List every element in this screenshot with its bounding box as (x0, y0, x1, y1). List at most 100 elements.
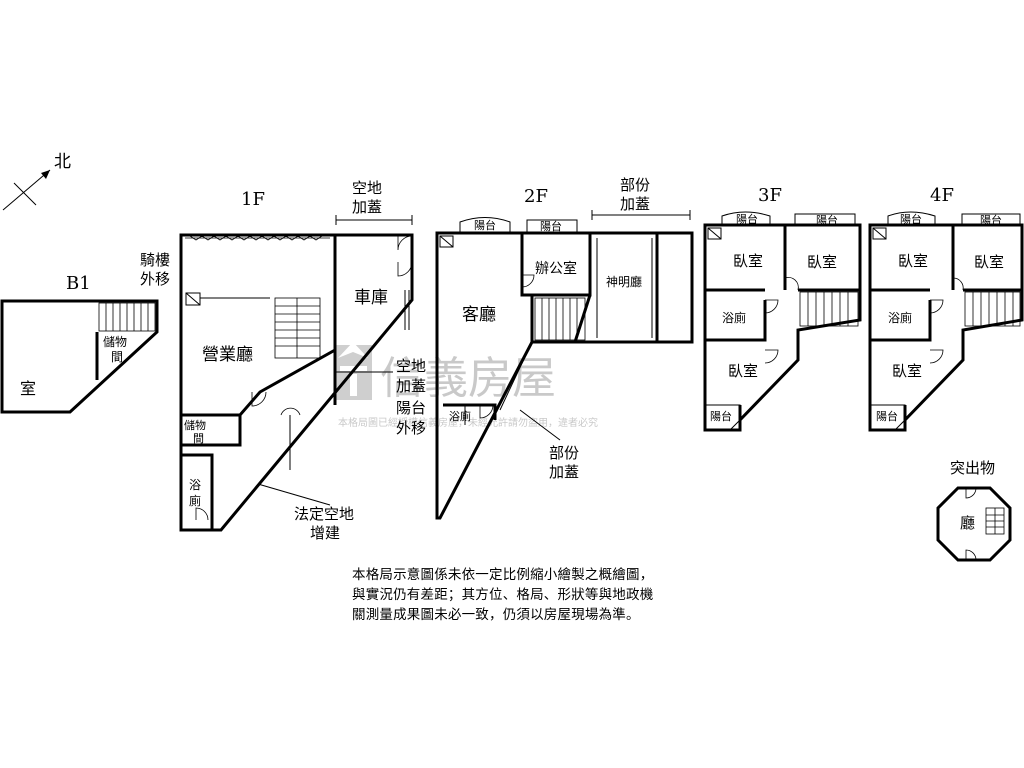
f4-bed2-label: 臥室 (974, 253, 1004, 271)
b1-title: B1 (66, 273, 91, 294)
f1-title: 1F (241, 189, 265, 210)
f3-balcony-left-label: 陽台 (736, 212, 758, 226)
f1-storage-wall (181, 415, 242, 447)
f4-balcony-right-icon (961, 213, 1021, 226)
f2-balcony-mid-label: 陽台 (540, 219, 562, 233)
f2-balcony-mid-icon (526, 219, 578, 234)
f3-balcony-left-icon (721, 211, 771, 225)
f4-bath-label: 浴廁 (888, 310, 912, 325)
f1-vacant-top-label-1: 空地 (352, 179, 382, 197)
f2-door-icons (479, 274, 535, 419)
f1-meter-box-icon (185, 292, 201, 306)
f1-outline (179, 233, 414, 532)
f2-partial-top-label-2: 加蓋 (620, 195, 650, 213)
f2-office-wall-left (520, 233, 534, 342)
f1-window-icon (185, 235, 330, 241)
f3-bed1-label: 臥室 (733, 252, 763, 270)
f1-balcony-out-label-1: 陽台 (396, 399, 426, 417)
f4-balcony-right-label: 陽台 (980, 213, 1002, 227)
compass: 北 (2, 152, 71, 211)
f3-title: 3F (758, 185, 782, 206)
f1-arcade-label-1: 騎樓 (140, 251, 170, 269)
f3-bed2-label: 臥室 (807, 253, 837, 271)
f1-garage-label: 車庫 (354, 288, 388, 308)
f4-balcony-bottom-label: 陽台 (876, 409, 898, 423)
f2-partial-bottom-leader (519, 409, 561, 441)
f3-door-icons (764, 277, 799, 364)
f1-door-icons (195, 235, 413, 521)
floor-b1: B1 儲物 間 室 (0, 273, 159, 414)
f2-balcony-left-label: 陽台 (474, 218, 496, 232)
f3-bath-label: 浴廁 (722, 310, 746, 325)
floor-2f: 2F 部份 加蓋 陽台 陽台 (435, 176, 694, 520)
watermark: 信義房屋 本格局圖已經授權信義房屋，未經允許請勿盜用，違者必究 (335, 342, 598, 429)
f2-bath-label: 浴廁 (449, 409, 471, 423)
f4-stairs-icon (964, 291, 1021, 327)
f2-bath-wall (443, 403, 497, 420)
f2-office-label: 辦公室 (535, 260, 577, 277)
f3-balcony-right-label: 陽台 (816, 213, 838, 227)
b1-storage-label-2: 間 (111, 350, 123, 364)
north-label: 北 (54, 152, 71, 172)
rooftop-protrusion: 突出物 廳 (936, 459, 1012, 562)
f1-balcony-out-label-2: 外移 (396, 419, 426, 437)
compass-cross-icon (13, 182, 37, 206)
f4-balcony-left-label: 陽台 (900, 212, 922, 226)
f4-balcony-left-icon (887, 211, 936, 225)
f1-vacant-top-label-2: 加蓋 (352, 198, 382, 216)
f1-hall-wall (181, 235, 337, 417)
watermark-brand: 信義房屋 (380, 353, 556, 404)
f1-storage-label-1: 儲物 (184, 418, 206, 432)
b1-room-label: 室 (20, 379, 36, 398)
f1-legal-leader (257, 483, 331, 506)
f3-bed3-label: 臥室 (728, 362, 758, 380)
f3-balcony-bottom-label: 陽台 (710, 409, 732, 423)
f1-legal-label-2: 增建 (310, 524, 340, 542)
f2-shrine-diag (573, 294, 592, 343)
f3-balcony-bottom-icon (704, 404, 741, 431)
disclaimer-note: 本格局示意圖係未依一定比例縮小繪製之概繪圖， 與實況仍有差距；其方位、格局、形狀… (352, 565, 712, 625)
f1-bath-label-2: 廁 (189, 493, 201, 508)
f3-meter-box-icon (707, 227, 722, 240)
rooftop-door-icons (965, 487, 977, 561)
disclaimer-line-3: 關測量成果圖未必一致，仍須以房屋現場為準。 (352, 607, 640, 623)
f1-bath-label-1: 浴 (189, 478, 201, 492)
f1-business-hall-label: 營業廳 (202, 345, 253, 365)
rooftop-hall-label: 廳 (960, 514, 975, 532)
f1-legal-label-1: 法定空地 (294, 505, 354, 523)
f2-slant-window (499, 341, 533, 411)
f4-door-icons (929, 277, 964, 364)
rooftop-outline (936, 486, 1012, 562)
f2-shrine-label: 神明廳 (606, 274, 642, 289)
f3-balcony-right-icon (794, 213, 856, 226)
f4-bed1-label: 臥室 (898, 252, 928, 270)
b1-storage-label-1: 儲物 (103, 335, 127, 349)
b1-stairs-icon (98, 302, 156, 332)
f4-meter-box-icon (872, 227, 887, 240)
floor-3f: 3F 陽台 陽台 陽台 (703, 185, 862, 432)
f4-balcony-bottom-icon (869, 404, 906, 431)
disclaimer-line-1: 本格局示意圖係未依一定比例縮小繪製之概繪圖， (352, 567, 654, 583)
f2-title: 2F (524, 186, 548, 207)
floor-4f: 4F 陽台 陽台 陽台 (868, 185, 1024, 432)
floor-1f: 1F 空地 加蓋 騎樓 外移 (140, 179, 426, 542)
f2-partial-bottom-label-1: 部份 (549, 444, 579, 462)
f3-stairs-icon (799, 291, 859, 327)
f1-arcade-label-2: 外移 (140, 270, 170, 288)
f2-balcony-left-icon (459, 217, 511, 234)
north-arrow-icon (2, 169, 51, 211)
f1-storage-label-2: 間 (193, 432, 204, 445)
f4-bed3-label: 臥室 (892, 362, 922, 380)
f1-vacant-mid-label-2: 加蓋 (396, 377, 426, 395)
disclaimer-line-2: 與實況仍有差距；其方位、格局、形狀等與地政機 (352, 587, 654, 603)
f2-partial-bottom-label-2: 加蓋 (549, 463, 579, 481)
f1-vacant-mid-label-1: 空地 (396, 357, 426, 375)
f2-partial-top-label-1: 部份 (620, 176, 650, 194)
f1-bath-wall (181, 453, 214, 530)
f2-stairs-icon (534, 297, 586, 341)
f2-meter-box-icon (439, 235, 454, 248)
f2-living-label: 客廳 (462, 305, 496, 325)
rooftop-stairs-icon (985, 507, 1005, 535)
f4-title: 4F (930, 185, 954, 206)
